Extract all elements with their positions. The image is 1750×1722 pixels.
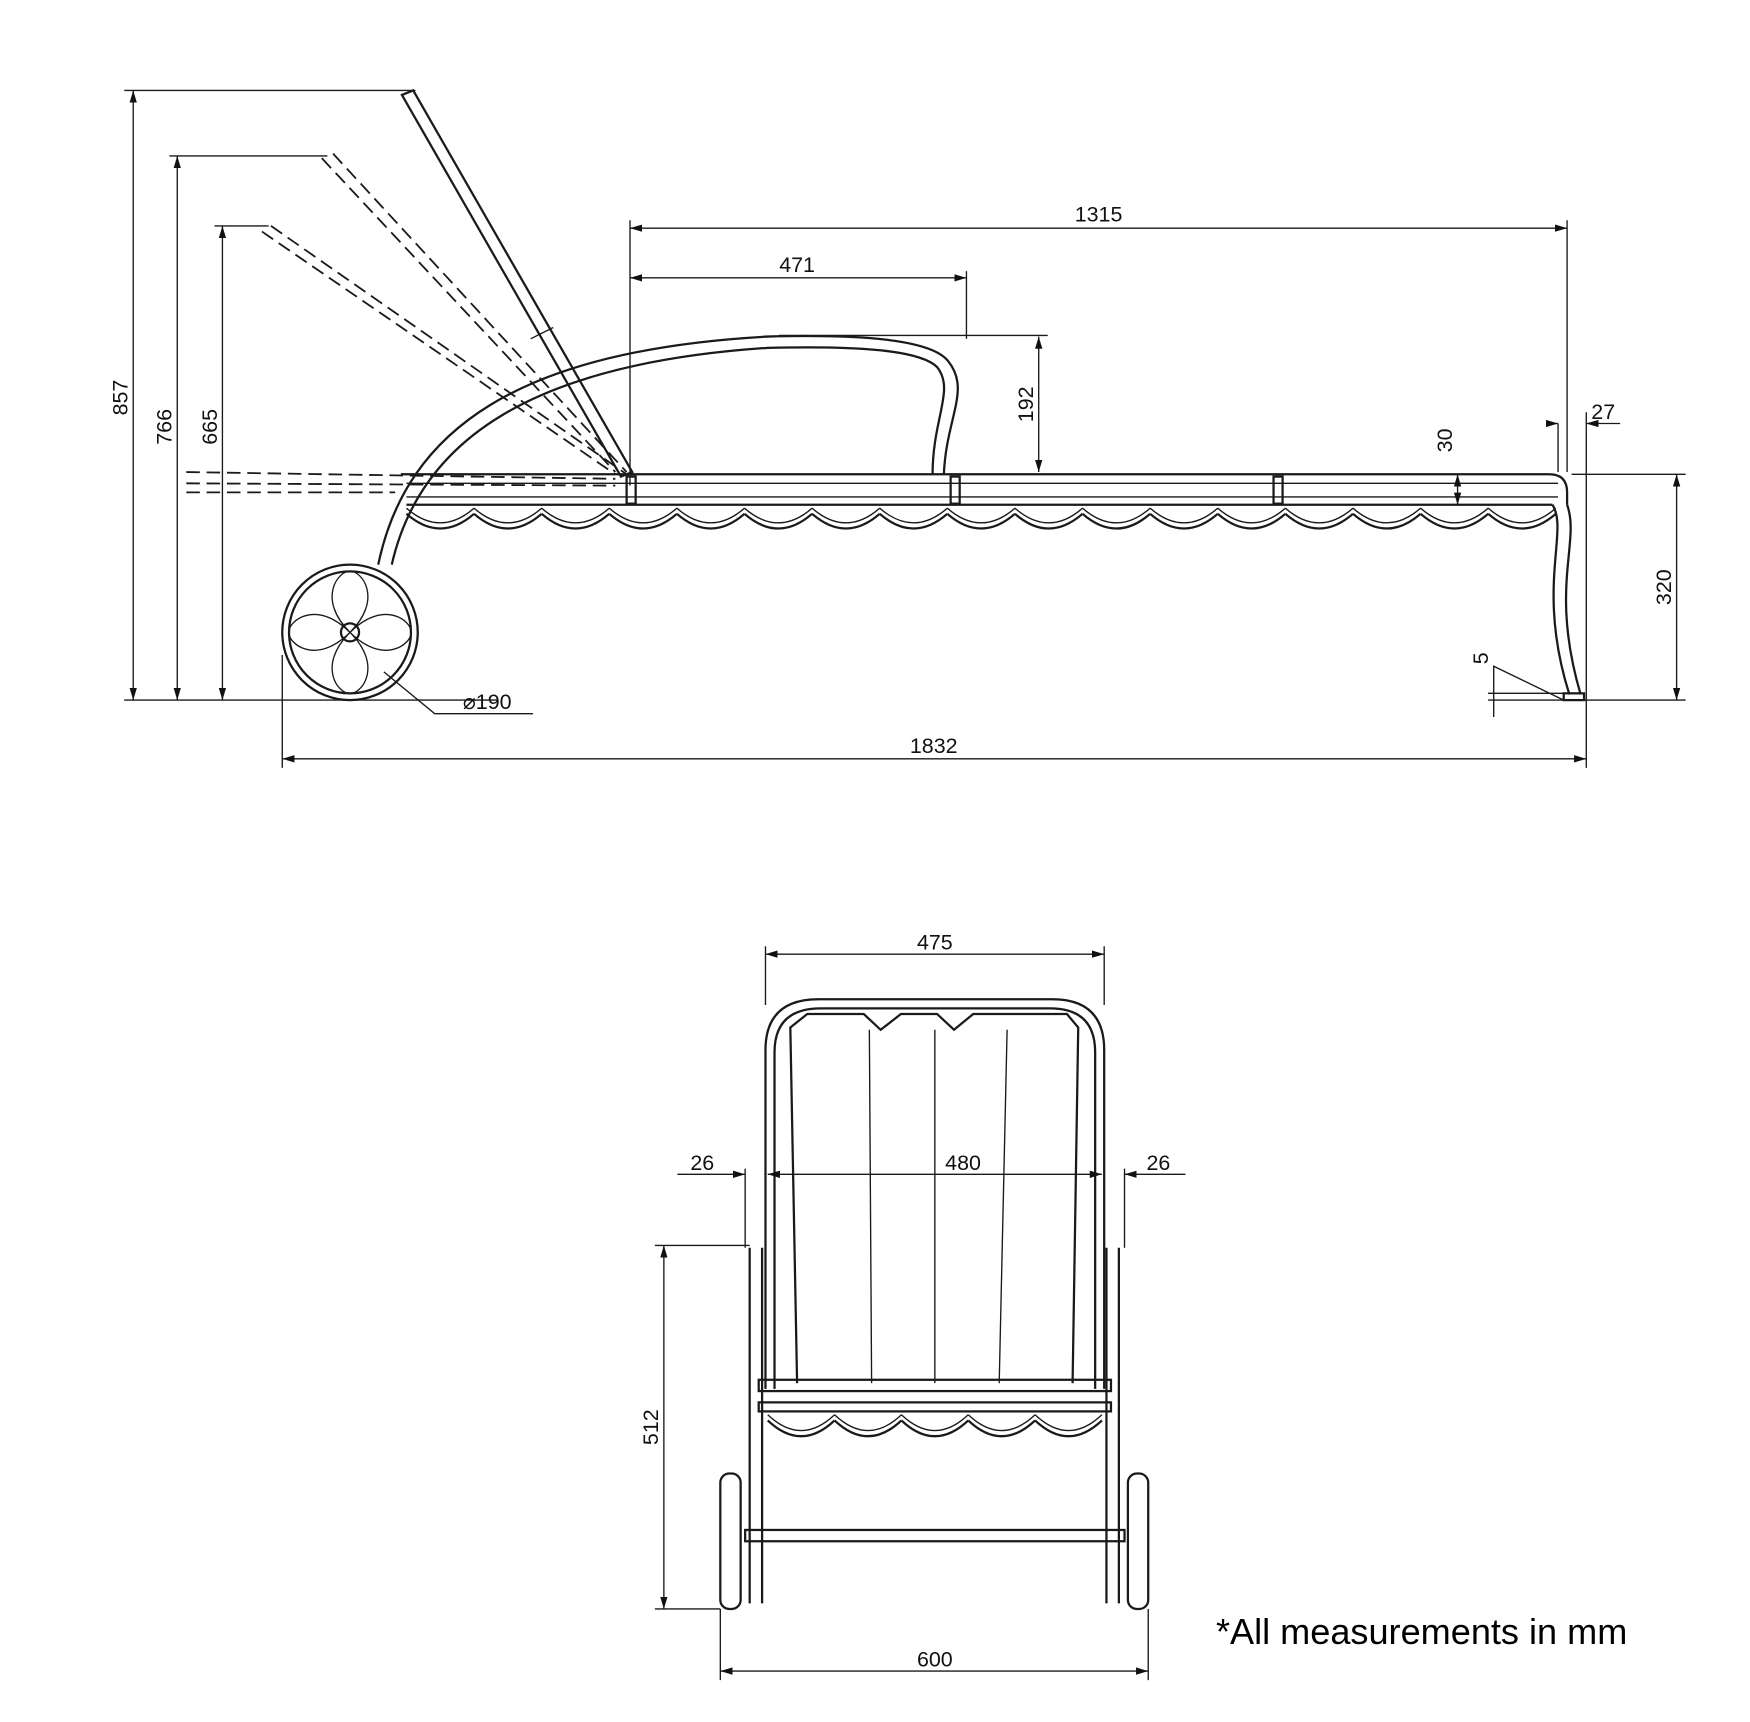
dim-5: 5 xyxy=(1469,652,1493,664)
dim-30: 30 xyxy=(1433,428,1457,452)
dim-192: 192 xyxy=(1014,386,1038,422)
armrest-and-leg xyxy=(377,334,1586,702)
seat-scallops xyxy=(405,507,1557,530)
dim-512: 512 xyxy=(639,1409,663,1445)
dim-1315: 1315 xyxy=(1075,202,1123,226)
dim-480: 480 xyxy=(945,1151,981,1175)
side-view: 857 766 665 1315 471 192 30 27 320 5 ⌀19… xyxy=(109,89,1686,768)
dim-475: 475 xyxy=(917,931,953,955)
left-wheel xyxy=(719,1472,742,1611)
front-view: 475 480 26 26 512 600 xyxy=(639,931,1186,1681)
front-dimension-lines xyxy=(654,946,1186,1681)
backrest-alt-positions xyxy=(186,153,628,494)
backrest xyxy=(400,89,634,478)
dim-471: 471 xyxy=(779,253,815,277)
dim-665: 665 xyxy=(198,409,222,445)
right-wheel xyxy=(1126,1472,1150,1611)
dim-766: 766 xyxy=(153,409,177,445)
dim-600: 600 xyxy=(917,1648,953,1672)
dim-320: 320 xyxy=(1652,569,1676,605)
seat-frame xyxy=(400,473,1569,530)
scallop-pattern xyxy=(406,507,1557,524)
scallop-pattern xyxy=(405,512,1557,530)
dim-1832: 1832 xyxy=(910,734,958,758)
dim-27: 27 xyxy=(1591,400,1615,424)
dim-857: 857 xyxy=(109,380,133,416)
front-scallops xyxy=(766,1414,1103,1438)
dim-26-right: 26 xyxy=(1146,1151,1170,1175)
dim-26-left: 26 xyxy=(690,1151,714,1175)
dim-wheel-diameter: ⌀190 xyxy=(463,690,512,714)
scallop-pattern xyxy=(767,1414,1103,1432)
wheel xyxy=(281,563,419,702)
dimension-lines xyxy=(124,89,1686,768)
measurement-note: *All measurements in mm xyxy=(1216,1611,1627,1652)
scallop-pattern xyxy=(766,1419,1103,1438)
